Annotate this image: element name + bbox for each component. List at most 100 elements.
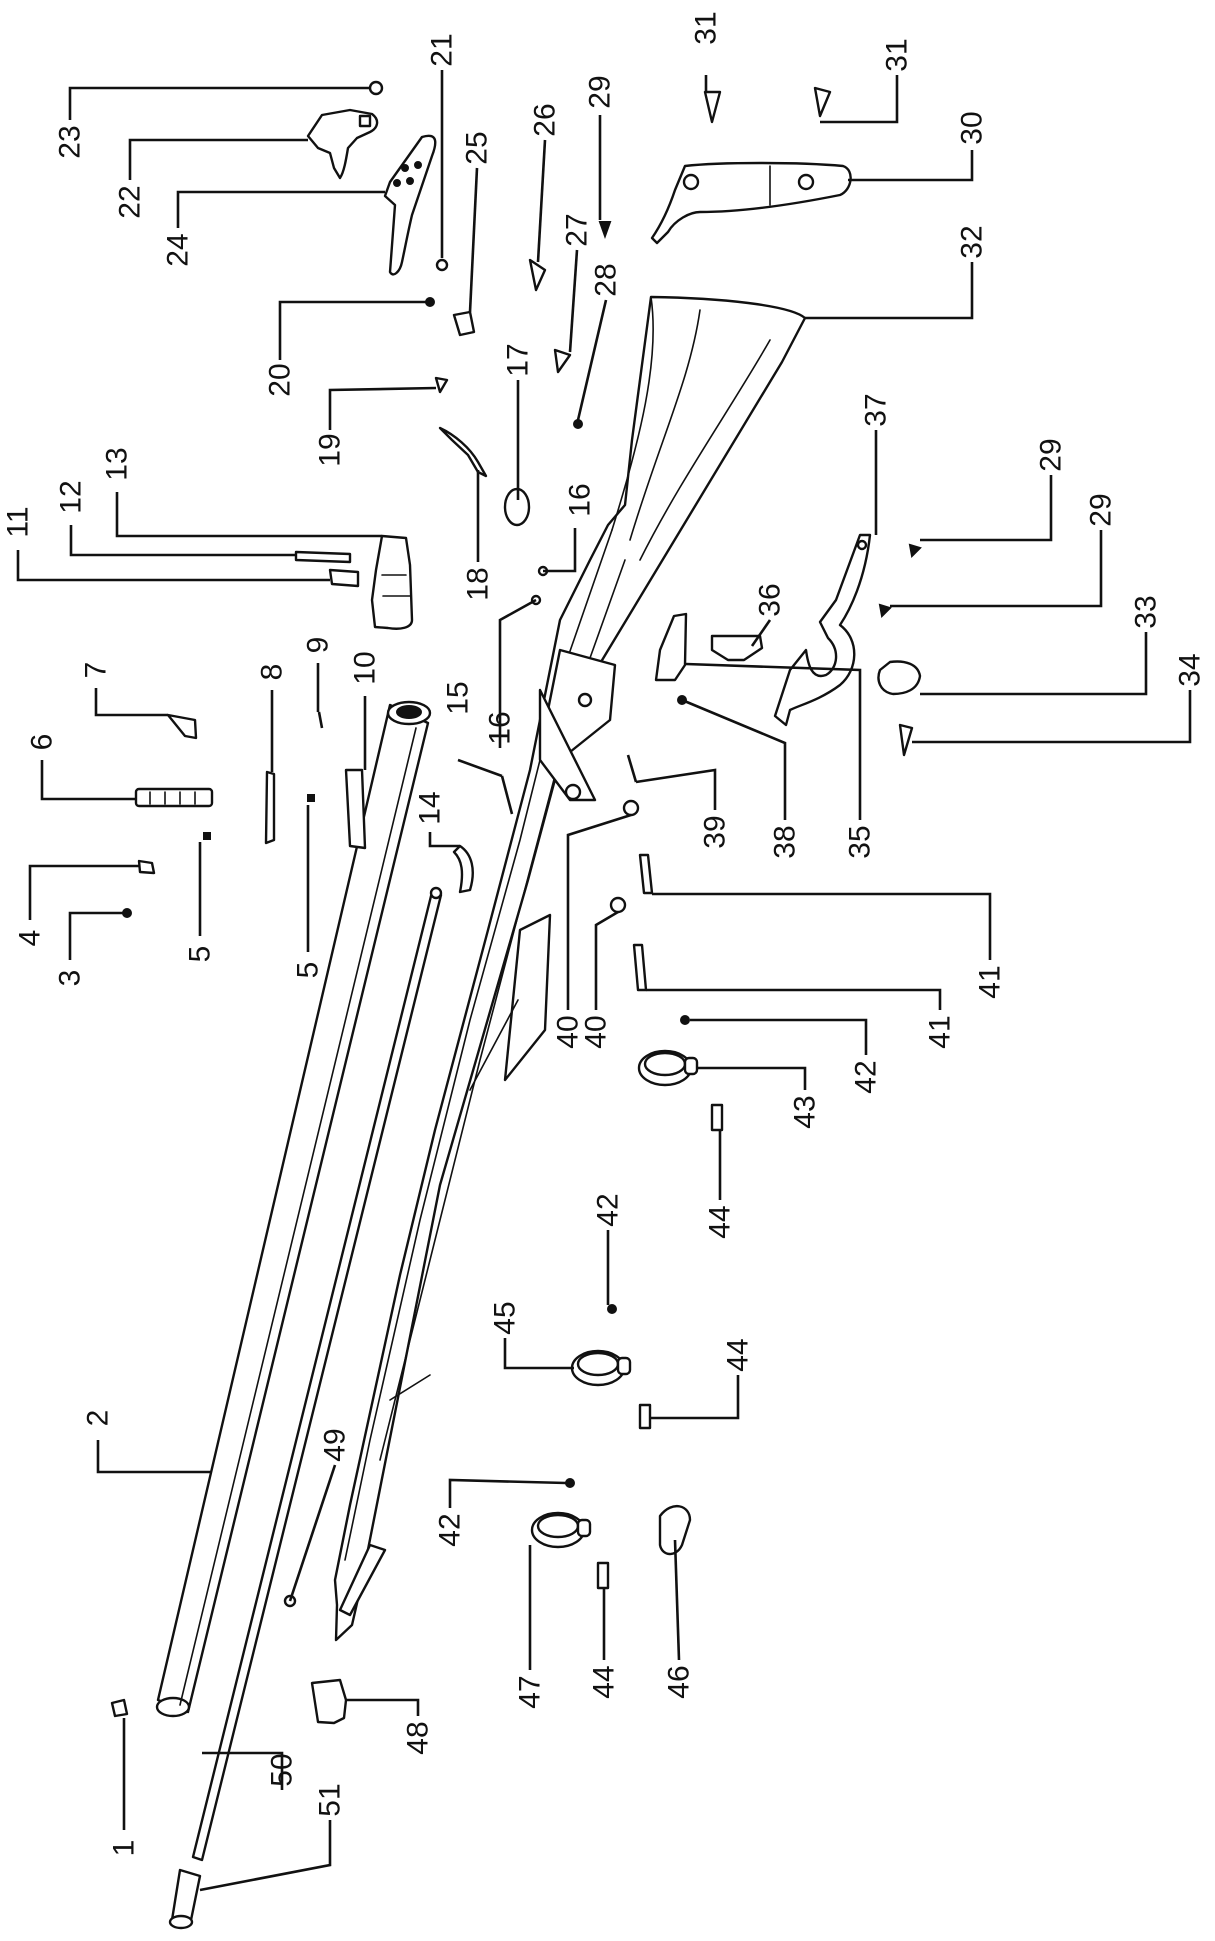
part-pin-15 (500, 775, 514, 815)
part-screw-28 (573, 419, 583, 429)
callout-labels: 1 2 3 4 5 5 6 7 8 9 10 11 12 13 14 15 16… (2, 11, 1207, 1856)
callout-26: 26 (529, 103, 562, 136)
callout-28: 28 (590, 263, 623, 296)
callout-44: 44 (704, 1205, 737, 1238)
callout-44: 44 (588, 1665, 621, 1698)
callout-36: 36 (754, 583, 787, 616)
part-washer-40b (609, 896, 627, 914)
callout-19: 19 (314, 433, 347, 466)
part-nipple-1 (110, 1698, 129, 1718)
part-pin-9 (317, 711, 324, 729)
part-sear-25 (452, 310, 476, 337)
callout-50: 50 (266, 1753, 299, 1786)
part-barrel-band-43 (637, 1049, 699, 1087)
part-lock-plate (383, 134, 437, 276)
callout-41: 41 (924, 1015, 957, 1048)
part-pin-42b (607, 1304, 617, 1314)
part-wedge-plate (344, 768, 367, 850)
callout-42: 42 (850, 1060, 883, 1093)
part-pin-39 (626, 754, 638, 783)
callout-4: 4 (14, 930, 47, 947)
callout-10: 10 (349, 651, 382, 684)
callout-51: 51 (314, 1783, 347, 1816)
callout-29: 29 (584, 75, 617, 108)
part-butt-plate (650, 161, 852, 245)
callout-6: 6 (26, 734, 59, 751)
callout-21: 21 (426, 33, 459, 66)
callout-13: 13 (101, 447, 134, 480)
callout-16: 16 (564, 483, 597, 516)
callout-40: 40 (552, 1015, 585, 1048)
callout-17: 17 (502, 343, 535, 376)
callout-14: 14 (414, 791, 447, 824)
callout-15: 15 (442, 681, 475, 714)
part-screw-41b (632, 943, 648, 992)
part-barrel-band-47 (530, 1511, 592, 1549)
callout-11: 11 (2, 506, 35, 537)
part-screw-29b (908, 543, 922, 559)
callout-31: 31 (881, 38, 914, 71)
callout-5: 5 (184, 946, 217, 963)
callout-25: 25 (461, 131, 494, 164)
callout-48: 48 (402, 1721, 435, 1754)
callout-35: 35 (844, 825, 877, 858)
part-ramrod-tip (168, 1868, 202, 1930)
part-mainspring (438, 426, 488, 478)
part-hammer (306, 108, 379, 180)
callout-30: 30 (956, 111, 989, 144)
callout-43: 43 (789, 1095, 822, 1128)
callout-37: 37 (860, 393, 893, 426)
part-spring (264, 770, 276, 845)
part-screw-31a (703, 90, 722, 124)
part-pin-42c (565, 1478, 575, 1488)
part-barrel-band-45 (570, 1349, 632, 1387)
part-rear-sight (134, 787, 214, 808)
callout-27: 27 (561, 213, 594, 246)
part-breech-block (370, 534, 414, 630)
callout-45: 45 (489, 1301, 522, 1334)
part-screw-3 (122, 908, 132, 918)
callout-31: 31 (690, 11, 723, 44)
part-stock (333, 295, 807, 1642)
part-screw-41a (638, 853, 654, 895)
callout-5: 5 (292, 962, 325, 979)
part-screw-5a (203, 832, 211, 840)
callout-23: 23 (54, 125, 87, 158)
part-tumbler-19 (434, 376, 449, 394)
part-trigger-plate (710, 634, 764, 662)
callout-1: 1 (108, 1840, 141, 1857)
part-guard-swivel (877, 660, 922, 696)
callout-22: 22 (114, 185, 147, 218)
part-spring-27 (553, 348, 572, 374)
callout-29: 29 (1085, 493, 1118, 526)
part-spring-26 (528, 258, 547, 292)
part-nipple (328, 568, 360, 588)
callout-41: 41 (974, 965, 1007, 998)
part-trigger (654, 612, 688, 682)
part-breech-screw (294, 550, 352, 564)
callout-7: 7 (80, 662, 113, 679)
part-screw-29a (598, 221, 612, 239)
callout-29: 29 (1035, 438, 1068, 471)
part-screw-5b (307, 794, 315, 802)
part-sling-swivel (658, 1505, 692, 1556)
callout-18: 18 (462, 567, 495, 600)
callout-16: 16 (484, 711, 517, 744)
part-ramrod (191, 886, 443, 1862)
callout-33: 33 (1130, 595, 1163, 628)
part-trigger-guard (773, 533, 872, 727)
part-nose-cap (310, 1678, 348, 1725)
part-ramrod-spring (452, 844, 474, 894)
part-screw-29c (878, 603, 892, 619)
part-sight-4 (137, 859, 156, 875)
callout-34: 34 (1174, 653, 1207, 686)
callout-49: 49 (319, 1428, 352, 1461)
part-pin-42a (680, 1015, 690, 1025)
callout-46: 46 (663, 1665, 696, 1698)
callout-42: 42 (434, 1513, 467, 1546)
part-screw-44c (596, 1561, 610, 1590)
callout-3: 3 (54, 970, 87, 987)
callout-12: 12 (55, 480, 88, 513)
callout-44: 44 (722, 1338, 755, 1371)
